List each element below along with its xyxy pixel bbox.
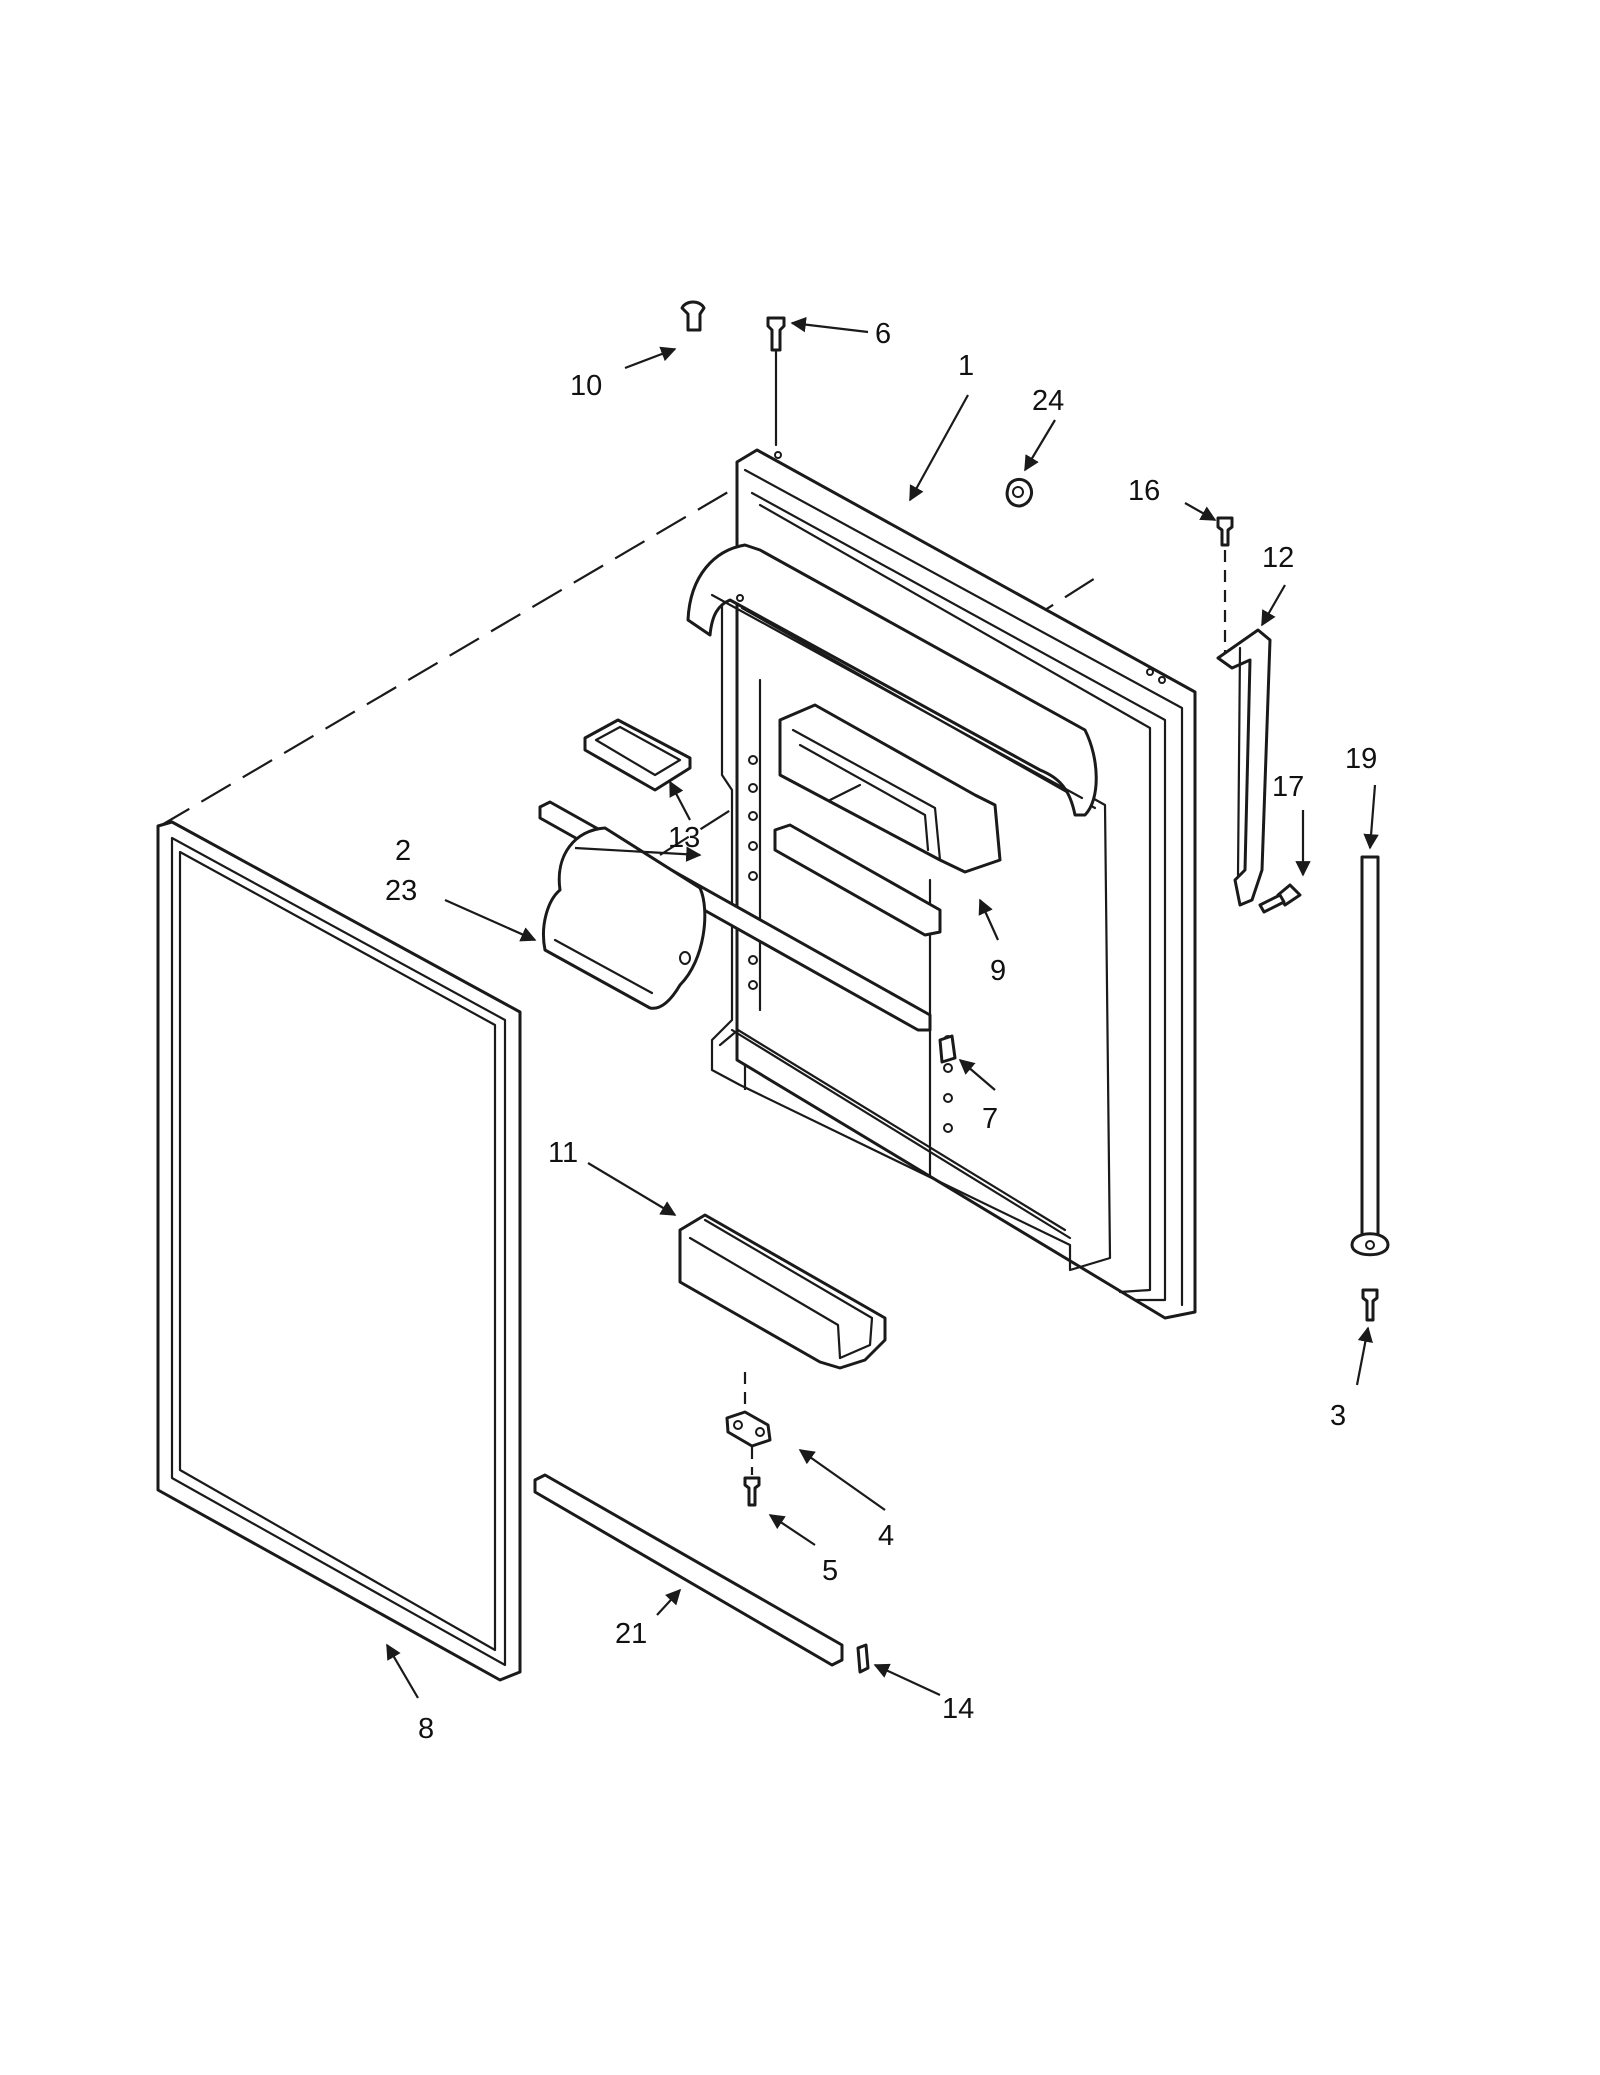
callout-3: 3 bbox=[1330, 1400, 1346, 1432]
leader-lines bbox=[386, 316, 1379, 1699]
hinge-screw bbox=[1361, 1288, 1379, 1322]
dairy-compartment bbox=[773, 703, 1002, 937]
lower-hinge-screw bbox=[743, 1447, 761, 1507]
door-gasket bbox=[156, 820, 522, 1682]
callout-21: 21 bbox=[615, 1618, 647, 1650]
callout-9: 9 bbox=[990, 955, 1006, 987]
callout-7: 7 bbox=[982, 1103, 998, 1135]
callout-2: 2 bbox=[395, 835, 411, 867]
callout-23: 23 bbox=[385, 875, 417, 907]
callout-10: 10 bbox=[570, 370, 602, 402]
top-screw bbox=[766, 316, 786, 447]
callout-19: 19 bbox=[1345, 743, 1377, 775]
callout-16: 16 bbox=[1128, 475, 1160, 507]
shelf-clip bbox=[938, 1034, 957, 1064]
bin-cover bbox=[541, 826, 707, 1010]
handle-screw-top bbox=[1216, 516, 1234, 655]
callout-11: 11 bbox=[548, 1137, 578, 1169]
callout-8: 8 bbox=[418, 1713, 434, 1745]
callout-13: 13 bbox=[668, 822, 700, 854]
bottom-trim-strip bbox=[533, 1473, 844, 1667]
callout-5: 5 bbox=[822, 1555, 838, 1587]
handle-screw-bottom bbox=[1258, 883, 1302, 914]
butter-door bbox=[583, 718, 692, 792]
door-handle bbox=[1216, 628, 1272, 907]
plug-button bbox=[680, 300, 706, 332]
callout-24: 24 bbox=[1032, 385, 1064, 417]
end-cap bbox=[856, 1643, 870, 1674]
door-shelf-bin bbox=[678, 1213, 887, 1370]
callout-14: 14 bbox=[942, 1693, 974, 1725]
hinge-pin-nut bbox=[1005, 478, 1034, 508]
callout-12: 12 bbox=[1262, 542, 1294, 574]
callout-1: 1 bbox=[958, 350, 974, 382]
callout-4: 4 bbox=[878, 1520, 894, 1552]
callout-17: 17 bbox=[1272, 771, 1304, 803]
door-liner bbox=[686, 448, 1197, 1320]
callout-6: 6 bbox=[875, 318, 891, 350]
hinge-rod bbox=[1350, 855, 1390, 1257]
lower-hinge bbox=[725, 1372, 772, 1448]
callout-labels: 1 2 3 4 5 6 7 8 9 10 11 12 13 14 16 17 1… bbox=[385, 318, 1377, 1745]
